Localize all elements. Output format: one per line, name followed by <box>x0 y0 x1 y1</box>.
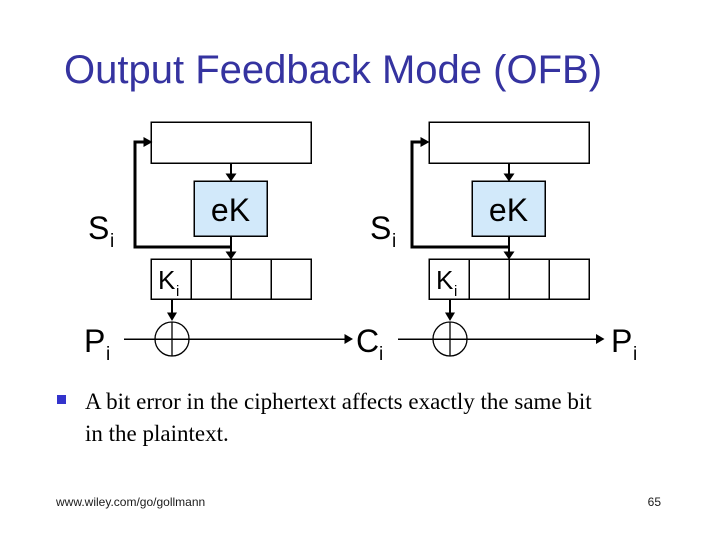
page-title: Output Feedback Mode (OFB) <box>64 48 603 92</box>
down-arrowhead-icon <box>225 173 237 182</box>
plaintext-label-left: P <box>84 323 105 359</box>
state-label-right-subscript: i <box>392 231 396 252</box>
ofb-diagram: eK K i S i P i <box>84 121 637 365</box>
ofb-unit-left: eK K i S i P i <box>84 121 383 365</box>
plaintext-label-right-subscript: i <box>633 344 637 365</box>
bullet-item: A bit error in the ciphertext affects ex… <box>57 386 617 450</box>
encrypt-box-label-right: eK <box>489 192 528 228</box>
state-label-left: S <box>88 210 109 246</box>
down-arrowhead-icon <box>503 251 515 260</box>
key-label-left-subscript: i <box>176 283 179 300</box>
ciphertext-label: C <box>356 323 379 359</box>
down-arrowhead-icon <box>225 251 237 260</box>
right-arrowhead-icon <box>596 334 605 344</box>
right-arrowhead-icon <box>344 334 353 344</box>
ofb-unit-right: eK K i S i P i <box>370 121 637 365</box>
encrypt-box-label-left: eK <box>211 192 250 228</box>
bullet-marker-icon <box>57 395 66 404</box>
down-arrowhead-icon <box>445 312 455 321</box>
encrypt-box-right <box>471 180 546 237</box>
right-arrowhead-icon <box>143 137 153 147</box>
feedback-path-left <box>133 140 231 249</box>
footer-url: www.wiley.com/go/gollmann <box>56 495 206 509</box>
ciphertext-label-subscript: i <box>379 344 383 365</box>
key-label-left: K <box>158 265 176 295</box>
key-label-right-subscript: i <box>454 283 457 300</box>
page-number: 65 <box>647 495 661 509</box>
down-arrowhead-icon <box>503 173 515 182</box>
down-arrowhead-icon <box>167 312 177 321</box>
state-label-left-subscript: i <box>110 231 114 252</box>
feedback-path-right <box>410 140 509 249</box>
shift-register-box-right <box>428 121 590 164</box>
key-label-right: K <box>436 265 454 295</box>
plaintext-label-left-subscript: i <box>106 344 110 365</box>
plaintext-label-right: P <box>611 323 632 359</box>
state-label-right: S <box>370 210 391 246</box>
bullet-text: A bit error in the ciphertext affects ex… <box>85 389 592 446</box>
right-arrowhead-icon <box>420 137 430 147</box>
shift-register-box-left <box>150 121 312 164</box>
